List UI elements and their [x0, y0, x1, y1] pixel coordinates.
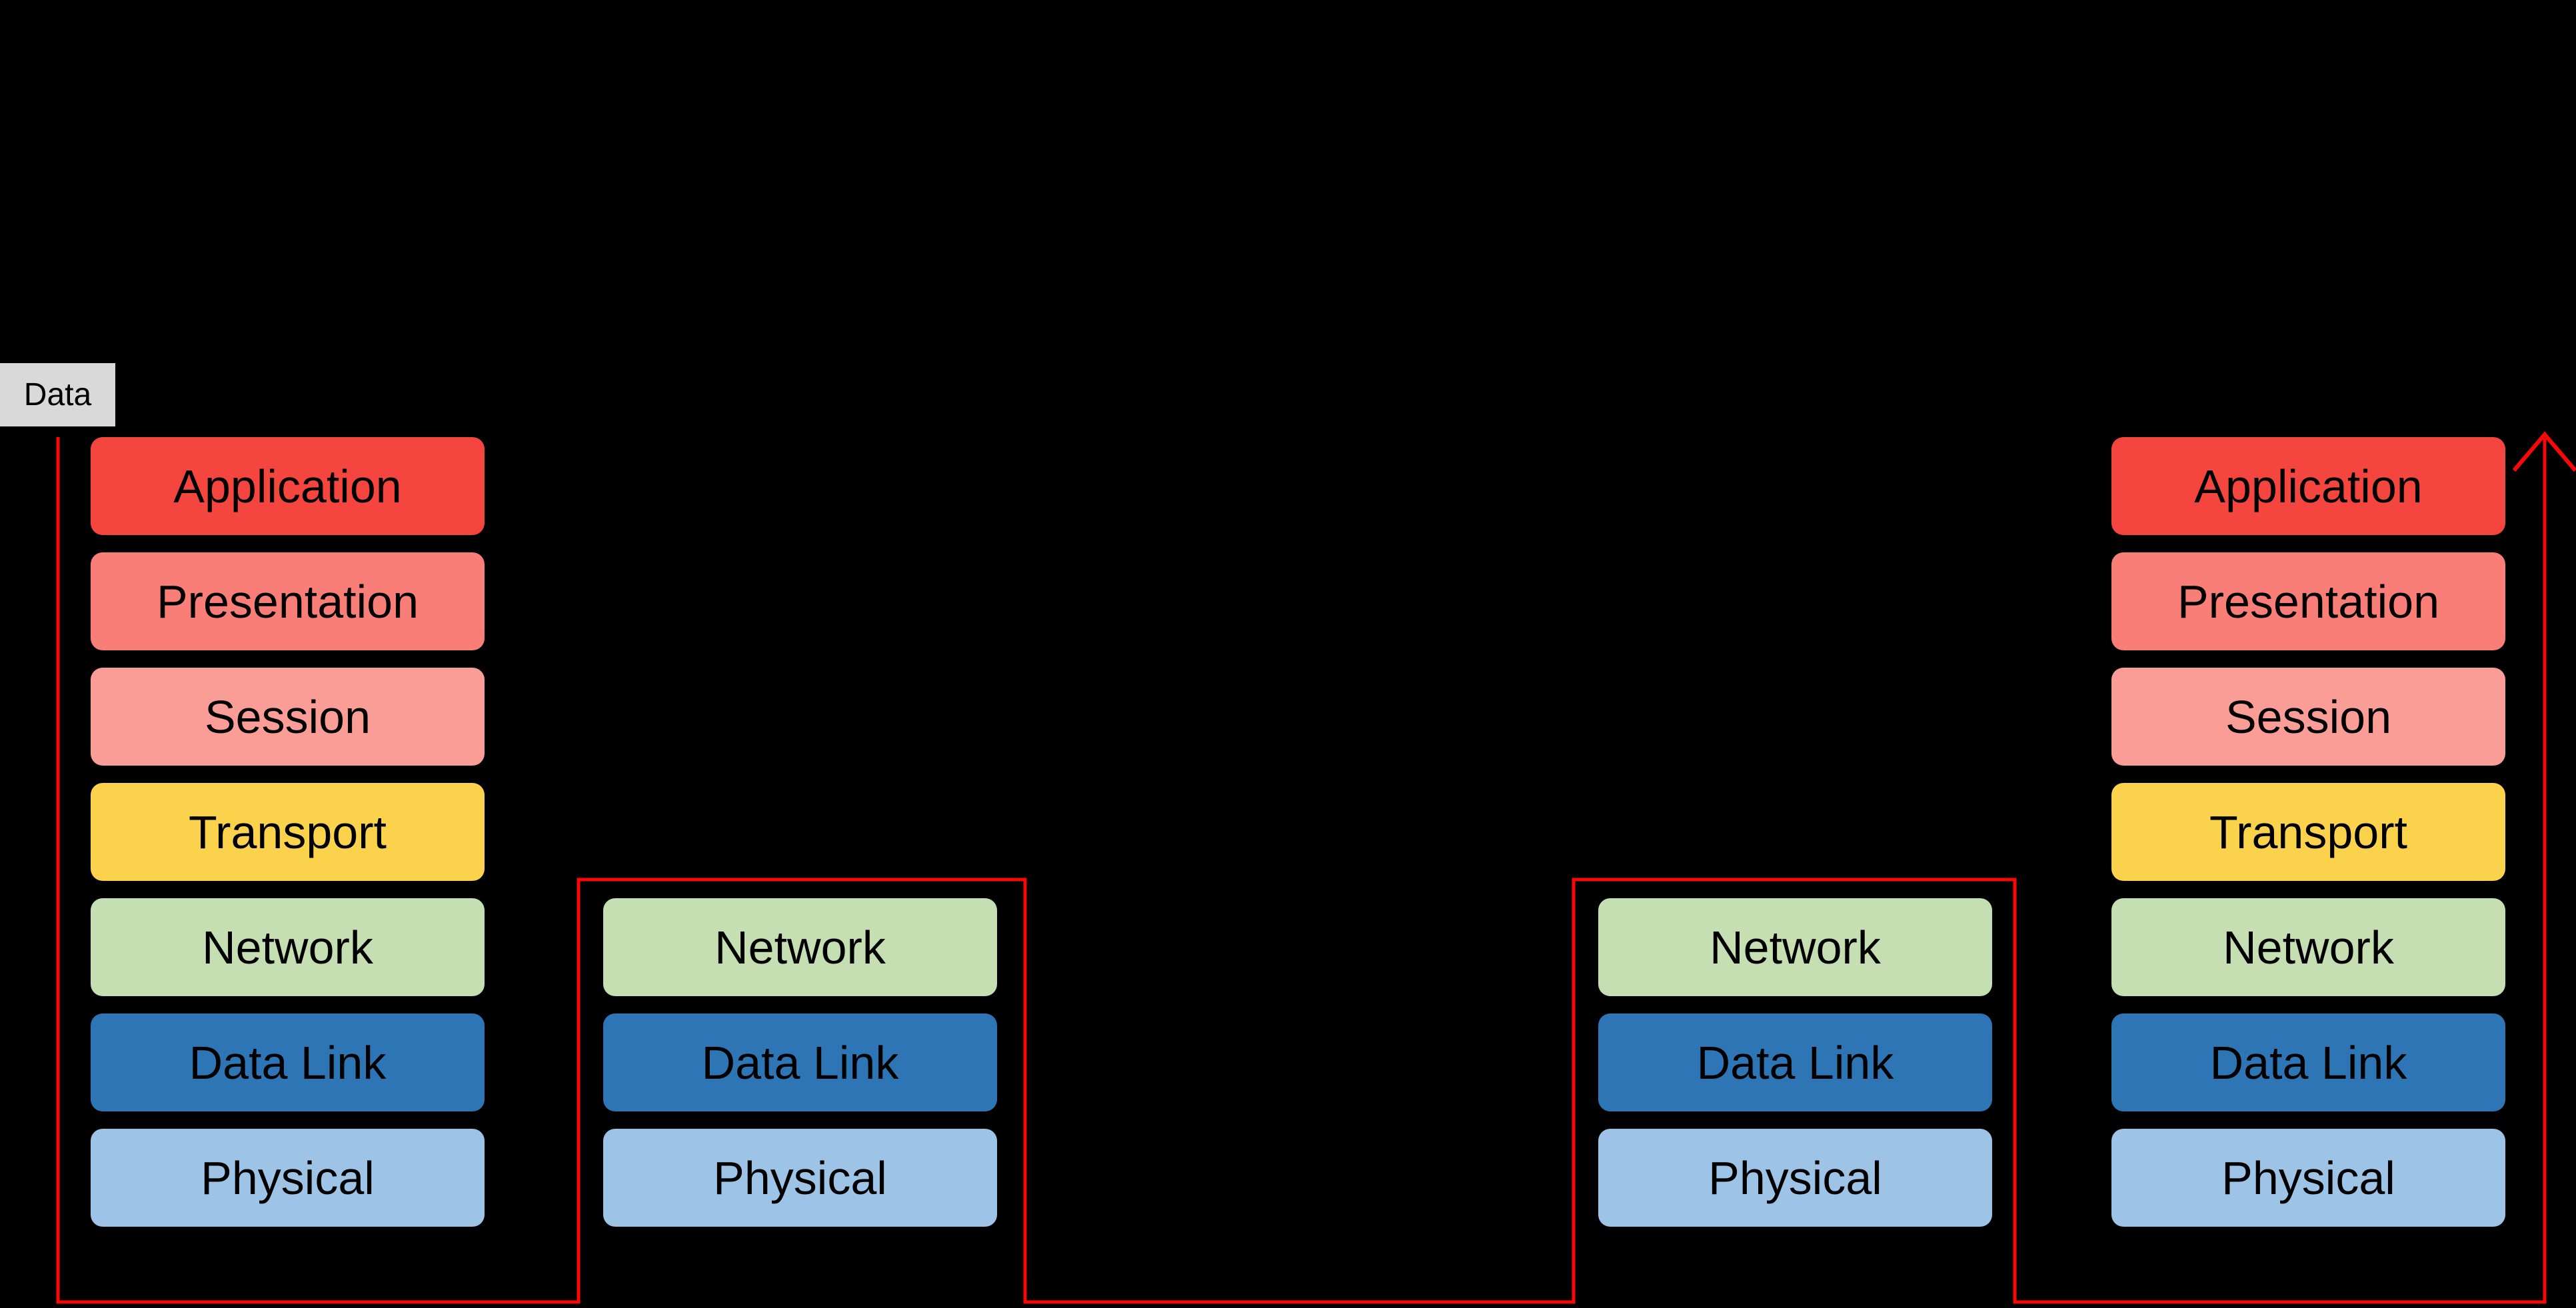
layer-box-session: Session [2111, 668, 2505, 766]
layer-box-transport: Transport [2111, 783, 2505, 881]
data-label-text: Data [23, 376, 92, 412]
layer-box-presentation: Presentation [2111, 552, 2505, 650]
layer-box-transport: Transport [91, 783, 485, 881]
data-label: Data [0, 363, 115, 426]
layer-box-network: Network [91, 898, 485, 996]
layer-box-application: Application [2111, 437, 2505, 535]
flow-arrowhead-icon [2512, 431, 2576, 472]
layer-box-data-link: Data Link [2111, 1013, 2505, 1111]
layer-box-network: Network [2111, 898, 2505, 996]
layer-box-network: Network [603, 898, 997, 996]
layer-box-data-link: Data Link [1598, 1013, 1992, 1111]
layer-box-application: Application [91, 437, 485, 535]
layer-box-physical: Physical [1598, 1129, 1992, 1227]
layer-box-network: Network [1598, 898, 1992, 996]
layer-box-session: Session [91, 668, 485, 766]
layer-box-physical: Physical [91, 1129, 485, 1227]
layer-box-physical: Physical [2111, 1129, 2505, 1227]
layer-box-presentation: Presentation [91, 552, 485, 650]
layer-box-data-link: Data Link [91, 1013, 485, 1111]
layer-box-physical: Physical [603, 1129, 997, 1227]
layer-box-data-link: Data Link [603, 1013, 997, 1111]
